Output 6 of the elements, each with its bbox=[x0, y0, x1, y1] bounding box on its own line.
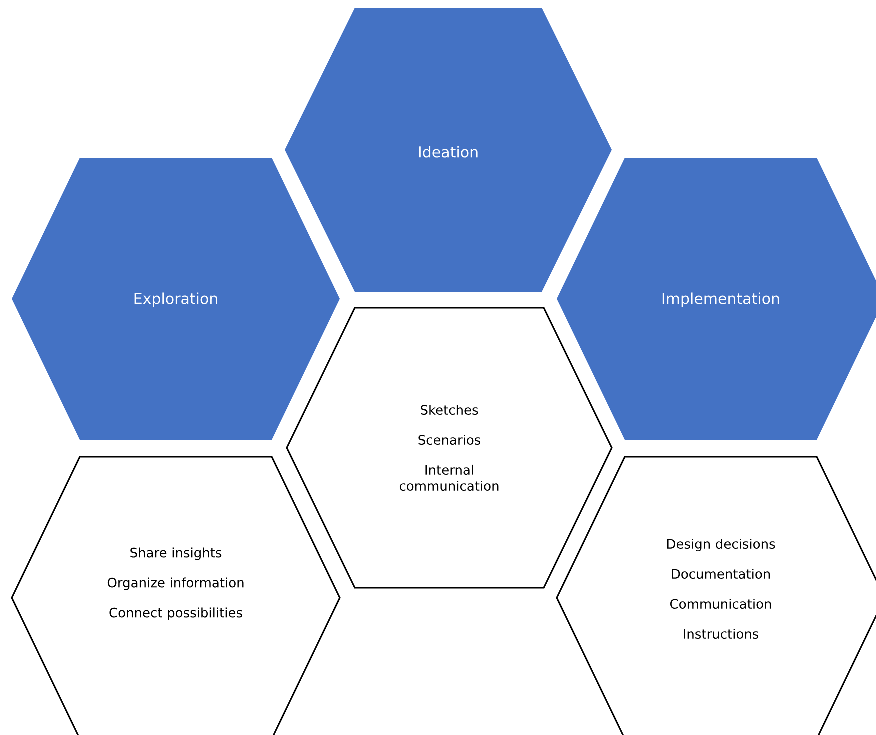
hexagon: Implementation bbox=[557, 158, 876, 440]
hexagon: Ideation bbox=[285, 8, 612, 292]
hexagon: Sketches Scenarios Internal communication bbox=[286, 307, 613, 589]
hexagon: Exploration bbox=[12, 158, 340, 440]
hexagon: Share insights Organize information Connect possibilities bbox=[11, 456, 341, 735]
hexagon: Design decisions Documentation Communication Instructions bbox=[556, 456, 876, 735]
